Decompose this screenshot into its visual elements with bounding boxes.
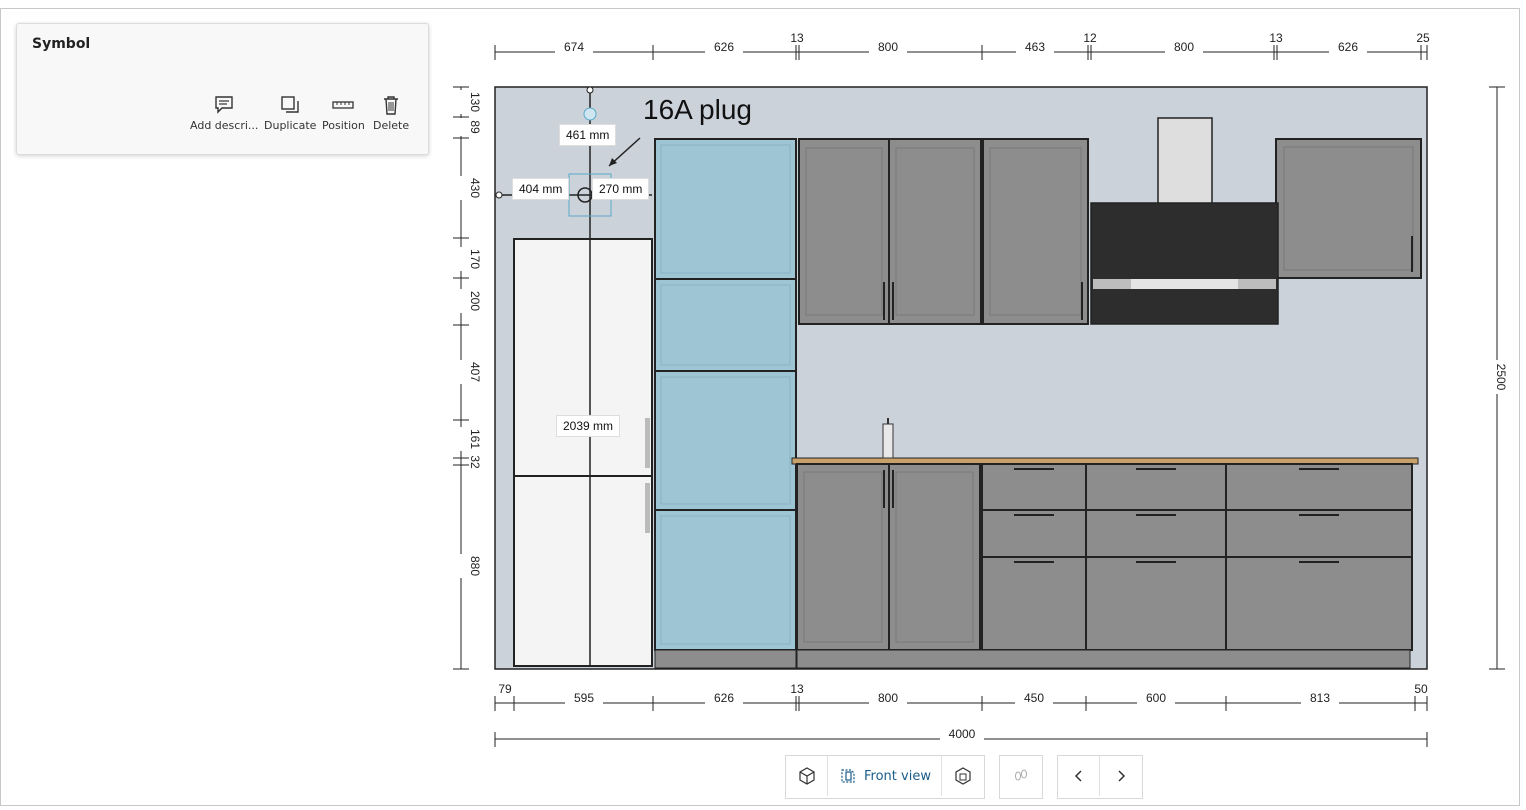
top-dim-10: 25 bbox=[1416, 31, 1430, 45]
left-dimension-line: 130 89 430 170 200 407 161 32 880 bbox=[453, 86, 482, 670]
duplicate-icon bbox=[281, 96, 299, 113]
top-dim-6: 12 bbox=[1083, 31, 1097, 45]
front-view-button[interactable]: Front view bbox=[828, 756, 942, 796]
3d-box-icon bbox=[798, 767, 815, 785]
left-dim-6: 407 bbox=[468, 362, 482, 382]
top-dim-2: 626 bbox=[714, 40, 734, 54]
duplicate-button[interactable]: Duplicate bbox=[264, 94, 316, 132]
cube-view-button[interactable] bbox=[942, 756, 984, 796]
nav-toolbar bbox=[1057, 755, 1143, 799]
left-distance-label: 404 mm bbox=[512, 178, 570, 200]
top-dim-7: 800 bbox=[1174, 40, 1194, 54]
next-button[interactable] bbox=[1100, 756, 1142, 796]
total-width-dim: 4000 bbox=[949, 727, 976, 741]
top-dim-9: 626 bbox=[1338, 40, 1358, 54]
bottom-dim-6: 450 bbox=[1024, 691, 1044, 705]
bottom-dim-5: 800 bbox=[878, 691, 898, 705]
bottom-dim-9: 50 bbox=[1414, 682, 1428, 696]
chevron-right-icon bbox=[1118, 770, 1126, 782]
delete-label: Delete bbox=[373, 119, 410, 132]
left-dim-8: 32 bbox=[468, 455, 482, 469]
top-dim-3: 13 bbox=[790, 31, 804, 45]
position-button[interactable]: Position bbox=[322, 94, 365, 132]
footprints-icon bbox=[1015, 769, 1027, 781]
panel-title: Symbol bbox=[32, 36, 91, 52]
front-view-icon bbox=[841, 769, 855, 783]
left-dim-5: 200 bbox=[468, 291, 482, 311]
right-distance-label: 270 mm bbox=[592, 178, 650, 200]
top-dim-4: 800 bbox=[878, 40, 898, 54]
top-dimension-line: 674 626 13 800 463 12 800 13 626 25 bbox=[494, 31, 1430, 60]
left-dim-9: 880 bbox=[468, 556, 482, 576]
kitchen-elevation-drawing[interactable]: 674 626 13 800 463 12 800 13 626 25 79 5… bbox=[440, 20, 1520, 750]
tall-unit[interactable] bbox=[654, 138, 797, 669]
left-dim-3: 430 bbox=[468, 178, 482, 198]
height-distance-label: 2039 mm bbox=[556, 415, 621, 437]
previous-button[interactable] bbox=[1058, 756, 1100, 796]
cube-icon bbox=[955, 767, 971, 785]
bottom-dim-4: 13 bbox=[790, 682, 804, 696]
top-dim-1: 674 bbox=[564, 40, 584, 54]
duplicate-label: Duplicate bbox=[264, 119, 317, 132]
top-dim-8: 13 bbox=[1269, 31, 1283, 45]
delete-button[interactable]: Delete bbox=[373, 94, 409, 132]
bottom-dim-2: 595 bbox=[574, 691, 594, 705]
bottom-dim-3: 626 bbox=[714, 691, 734, 705]
left-dim-1: 130 bbox=[468, 92, 482, 112]
ruler-icon bbox=[332, 101, 355, 109]
top-distance-label: 461 mm bbox=[559, 124, 617, 146]
3d-view-button[interactable] bbox=[786, 756, 828, 796]
left-dim-7: 161 bbox=[468, 429, 482, 449]
left-dim-4: 170 bbox=[468, 249, 482, 269]
top-dim-5: 463 bbox=[1025, 40, 1045, 54]
front-view-label: Front view bbox=[864, 768, 931, 784]
add-description-label: Add descri... bbox=[190, 119, 259, 132]
walk-button[interactable] bbox=[1000, 756, 1042, 796]
left-dim-2: 89 bbox=[468, 120, 482, 134]
position-label: Position bbox=[322, 119, 365, 132]
base-cabinets[interactable] bbox=[796, 463, 1413, 669]
right-dimension-line: 2500 bbox=[1489, 86, 1508, 670]
bottom-dim-1: 79 bbox=[498, 682, 512, 696]
walk-toolbar bbox=[999, 755, 1043, 799]
view-toolbar: Front view bbox=[785, 755, 985, 799]
right-height-dim: 2500 bbox=[1494, 364, 1508, 391]
chevron-left-icon bbox=[1074, 770, 1082, 782]
fridge[interactable] bbox=[513, 238, 653, 667]
wall-cabinets[interactable] bbox=[798, 138, 1422, 325]
bottom-dim-7: 600 bbox=[1146, 691, 1166, 705]
bottom-dimension-line: 79 595 626 13 800 450 600 813 50 4000 bbox=[494, 682, 1428, 747]
symbol-panel: Symbol Add descri... Duplicate Position … bbox=[16, 23, 429, 155]
comment-icon bbox=[215, 96, 233, 114]
bottom-dim-8: 813 bbox=[1310, 691, 1330, 705]
plug-annotation[interactable]: 16A plug bbox=[643, 94, 752, 125]
tap bbox=[882, 423, 894, 459]
cooker-hood[interactable] bbox=[1090, 117, 1279, 325]
trash-icon bbox=[384, 96, 399, 115]
add-description-button[interactable]: Add descri... bbox=[190, 94, 258, 132]
